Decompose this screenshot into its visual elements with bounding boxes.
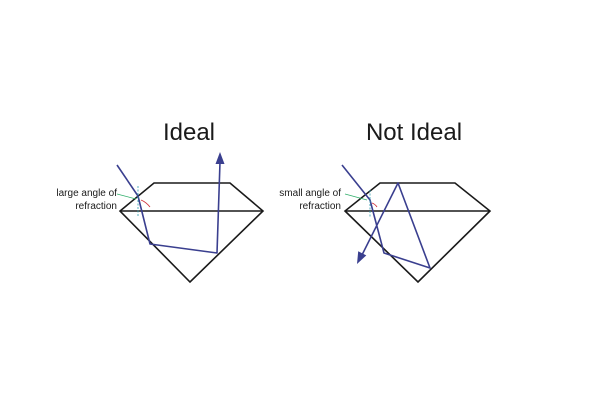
not-ideal-annotation-line2: refraction bbox=[299, 201, 341, 212]
ideal-diamond bbox=[118, 182, 265, 284]
ideal-annotation-line2: refraction bbox=[75, 201, 117, 212]
ideal-light-ray bbox=[116, 161, 221, 254]
ideal-panel: Ideal large angle of refraction bbox=[56, 119, 265, 284]
not-ideal-panel: Not Ideal small angle of refraction bbox=[279, 119, 492, 284]
not-ideal-exit-arrowhead bbox=[357, 251, 367, 264]
not-ideal-diamond-outline bbox=[343, 182, 492, 284]
not-ideal-angle-mark bbox=[371, 202, 378, 208]
not-ideal-light-ray bbox=[341, 164, 431, 269]
ideal-exit-arrowhead bbox=[215, 152, 225, 164]
ideal-diamond-outline bbox=[118, 182, 265, 284]
ideal-annotation-leader bbox=[116, 193, 137, 200]
ideal-annotation-line1: large angle of bbox=[56, 188, 117, 199]
ideal-angle-mark bbox=[140, 199, 151, 208]
not-ideal-annotation-line1: small angle of bbox=[279, 188, 341, 199]
not-ideal-diamond bbox=[343, 182, 492, 284]
not-ideal-title: Not Ideal bbox=[366, 119, 462, 146]
not-ideal-annotation-leader bbox=[344, 193, 368, 201]
ideal-title: Ideal bbox=[163, 119, 215, 146]
